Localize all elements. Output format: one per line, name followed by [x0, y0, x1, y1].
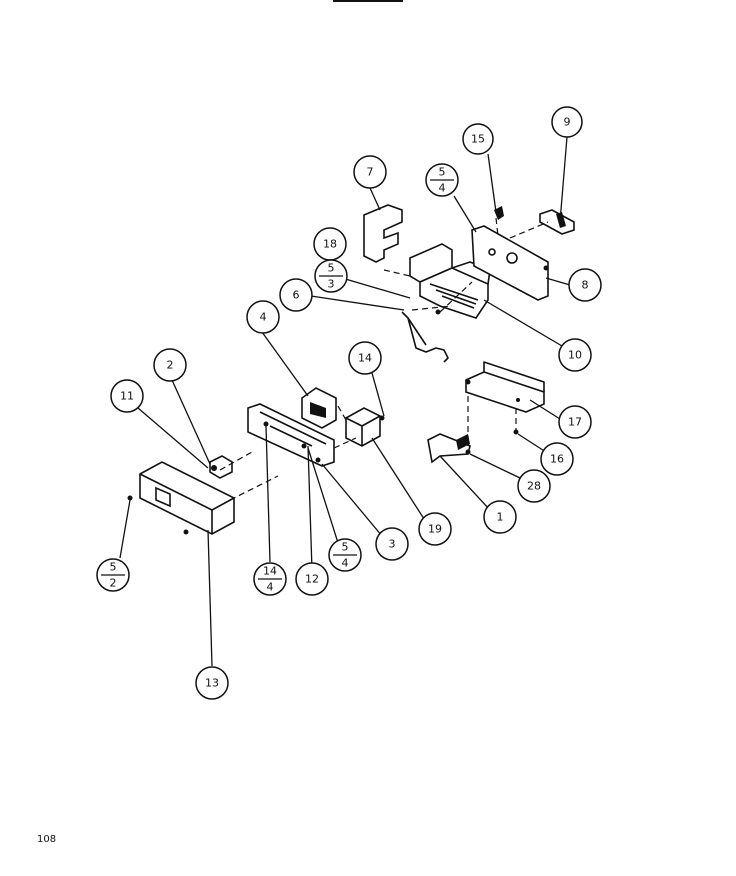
svg-text:15: 15 — [471, 133, 485, 146]
callout-5-over-4-top: 5 4 — [425, 163, 459, 197]
part-plate-8 — [471, 225, 549, 301]
part-screw-28 — [465, 449, 471, 455]
svg-text:17: 17 — [568, 416, 582, 429]
svg-text:10: 10 — [568, 349, 582, 362]
part-screw-16 — [513, 429, 519, 435]
svg-text:2: 2 — [110, 577, 117, 590]
page-number: 108 — [37, 834, 57, 845]
svg-text:13: 13 — [205, 677, 219, 690]
svg-text:6: 6 — [293, 289, 300, 302]
svg-text:14: 14 — [358, 352, 372, 365]
part-bracket-7 — [363, 204, 403, 263]
callout-14-right: 14 — [348, 341, 382, 375]
callout-12: 12 — [295, 562, 329, 596]
callout-5-over-3: 5 3 — [314, 259, 348, 293]
part-motor-4 — [301, 387, 337, 429]
svg-text:4: 4 — [267, 581, 274, 594]
callout-18: 18 — [313, 227, 347, 261]
callout-6: 6 — [279, 278, 313, 312]
callout-17: 17 — [558, 405, 592, 439]
svg-text:5: 5 — [439, 166, 446, 179]
svg-text:9: 9 — [564, 116, 571, 129]
callout-11: 11 — [110, 379, 144, 413]
svg-text:7: 7 — [367, 166, 374, 179]
callout-1: 1 — [483, 500, 517, 534]
callout-9: 9 — [551, 106, 583, 138]
callout-2: 2 — [153, 348, 187, 382]
svg-text:3: 3 — [389, 538, 396, 551]
part-bracket-3 — [247, 403, 335, 467]
svg-text:19: 19 — [428, 523, 442, 536]
svg-text:11: 11 — [120, 390, 134, 403]
svg-text:4: 4 — [439, 182, 446, 195]
callout-5-over-4-bottom: 5 4 — [328, 538, 362, 572]
part-screw-15 — [494, 206, 504, 220]
callout-3: 3 — [375, 527, 409, 561]
svg-text:16: 16 — [550, 453, 564, 466]
part-screw-14 — [379, 415, 385, 421]
assembly-guides — [219, 217, 549, 501]
callout-13: 13 — [195, 666, 229, 700]
svg-text:5: 5 — [342, 541, 349, 554]
callout-8: 8 — [568, 268, 602, 302]
svg-text:18: 18 — [323, 238, 337, 251]
leader-lines — [119, 136, 571, 667]
svg-text:4: 4 — [342, 557, 349, 570]
svg-text:8: 8 — [582, 279, 589, 292]
part-clip-2 — [209, 455, 233, 479]
svg-text:1: 1 — [497, 511, 504, 524]
callout-4: 4 — [246, 300, 280, 334]
callout-19: 19 — [418, 512, 452, 546]
part-wire-6 — [401, 311, 449, 363]
svg-text:4: 4 — [260, 311, 267, 324]
part-switch-9 — [539, 209, 575, 235]
svg-text:14: 14 — [263, 565, 277, 578]
callout-14-over-4: 14 4 — [253, 562, 287, 596]
callout-28: 28 — [517, 469, 551, 503]
svg-text:3: 3 — [328, 278, 335, 291]
part-switch-1 — [427, 433, 471, 464]
callout-15: 15 — [462, 123, 494, 155]
callout-7: 7 — [353, 155, 387, 189]
svg-text:12: 12 — [305, 573, 319, 586]
part-cover-13 — [127, 461, 235, 535]
svg-text:2: 2 — [167, 359, 174, 372]
part-icemaker-10 — [409, 243, 491, 319]
part-bracket-17 — [465, 361, 545, 413]
svg-text:5: 5 — [110, 561, 117, 574]
part-capacitor-19 — [345, 407, 381, 447]
svg-text:5: 5 — [328, 262, 335, 275]
svg-text:28: 28 — [527, 480, 541, 493]
callout-16: 16 — [540, 442, 574, 476]
top-rule — [333, 0, 403, 2]
callout-10: 10 — [558, 338, 592, 372]
callout-5-over-2: 5 2 — [96, 558, 130, 592]
